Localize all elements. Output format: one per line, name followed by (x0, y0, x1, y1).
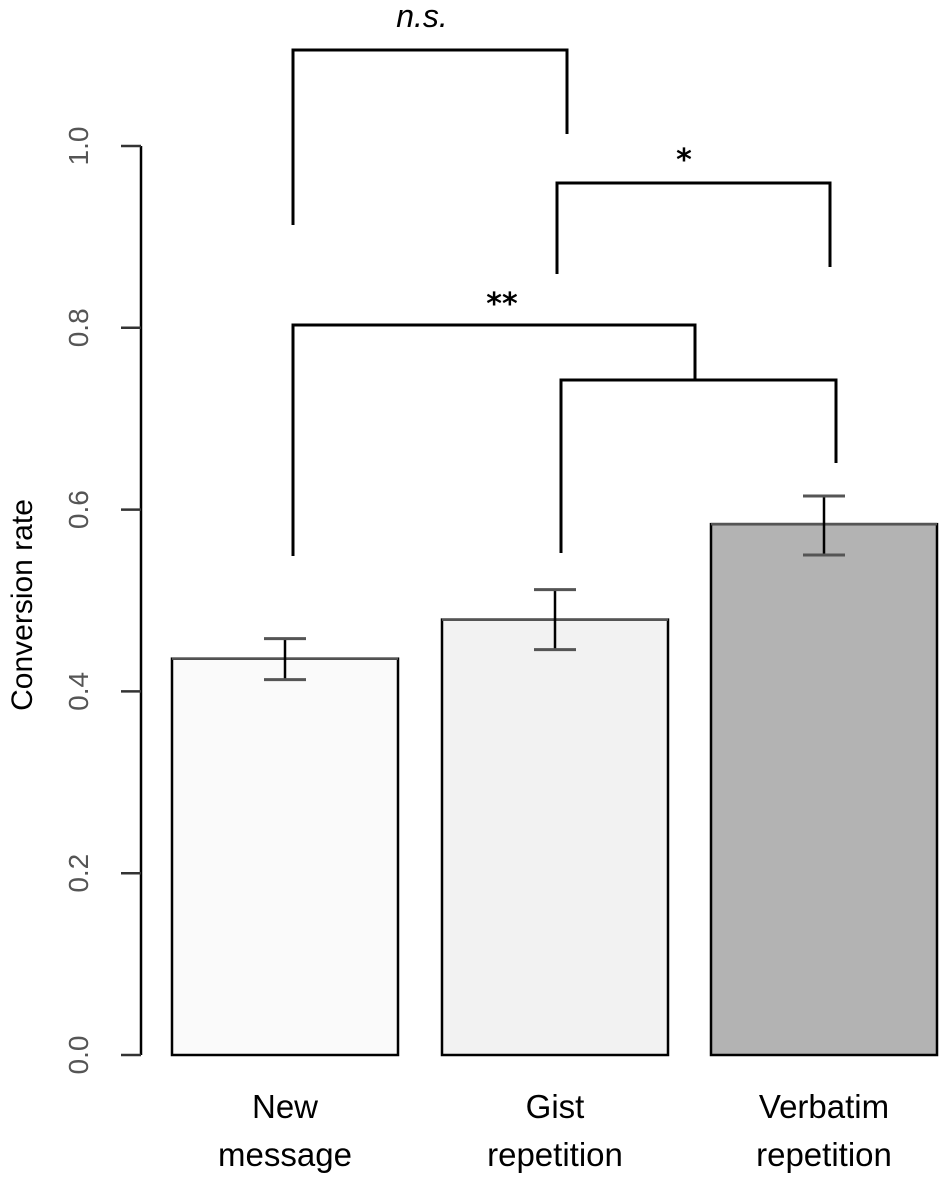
bracket-double-star-inner (559, 378, 838, 553)
x-category-label: message (218, 1136, 352, 1173)
y-tick-label: 1.0 (63, 127, 94, 166)
bar-0 (170, 657, 400, 1057)
bar-2 (709, 522, 939, 1057)
bracket-double-star (291, 323, 697, 556)
bar-1 (440, 618, 670, 1057)
x-axis-categories: New message Gist repetition Verbatim repetiti… (218, 1088, 892, 1173)
x-category-label: repetition (756, 1136, 892, 1173)
x-category-label: repetition (487, 1136, 623, 1173)
y-tick-label: 0.4 (63, 672, 94, 711)
bracket-single-star (555, 181, 832, 274)
x-category-label: New (252, 1088, 318, 1125)
bars (170, 522, 939, 1057)
significance-brackets: n.s. * ** (291, 0, 838, 556)
y-axis-title: Conversion rate (6, 499, 39, 711)
y-tick-label: 0.2 (63, 854, 94, 893)
sig-label-single-star: * (676, 143, 692, 178)
error-bars (264, 494, 845, 682)
x-category-label: Verbatim (759, 1088, 889, 1125)
sig-label-double-star: ** (486, 287, 518, 322)
y-tick-label: 0.0 (63, 1036, 94, 1075)
y-tick-label: 0.6 (63, 490, 94, 529)
sig-label-ns: n.s. (396, 0, 448, 34)
x-category-label: Gist (526, 1088, 585, 1125)
bracket-ns (291, 48, 569, 225)
y-tick-label: 0.8 (63, 308, 94, 347)
y-axis: 0.0 0.2 0.4 0.6 0.8 1.0 (63, 127, 143, 1075)
